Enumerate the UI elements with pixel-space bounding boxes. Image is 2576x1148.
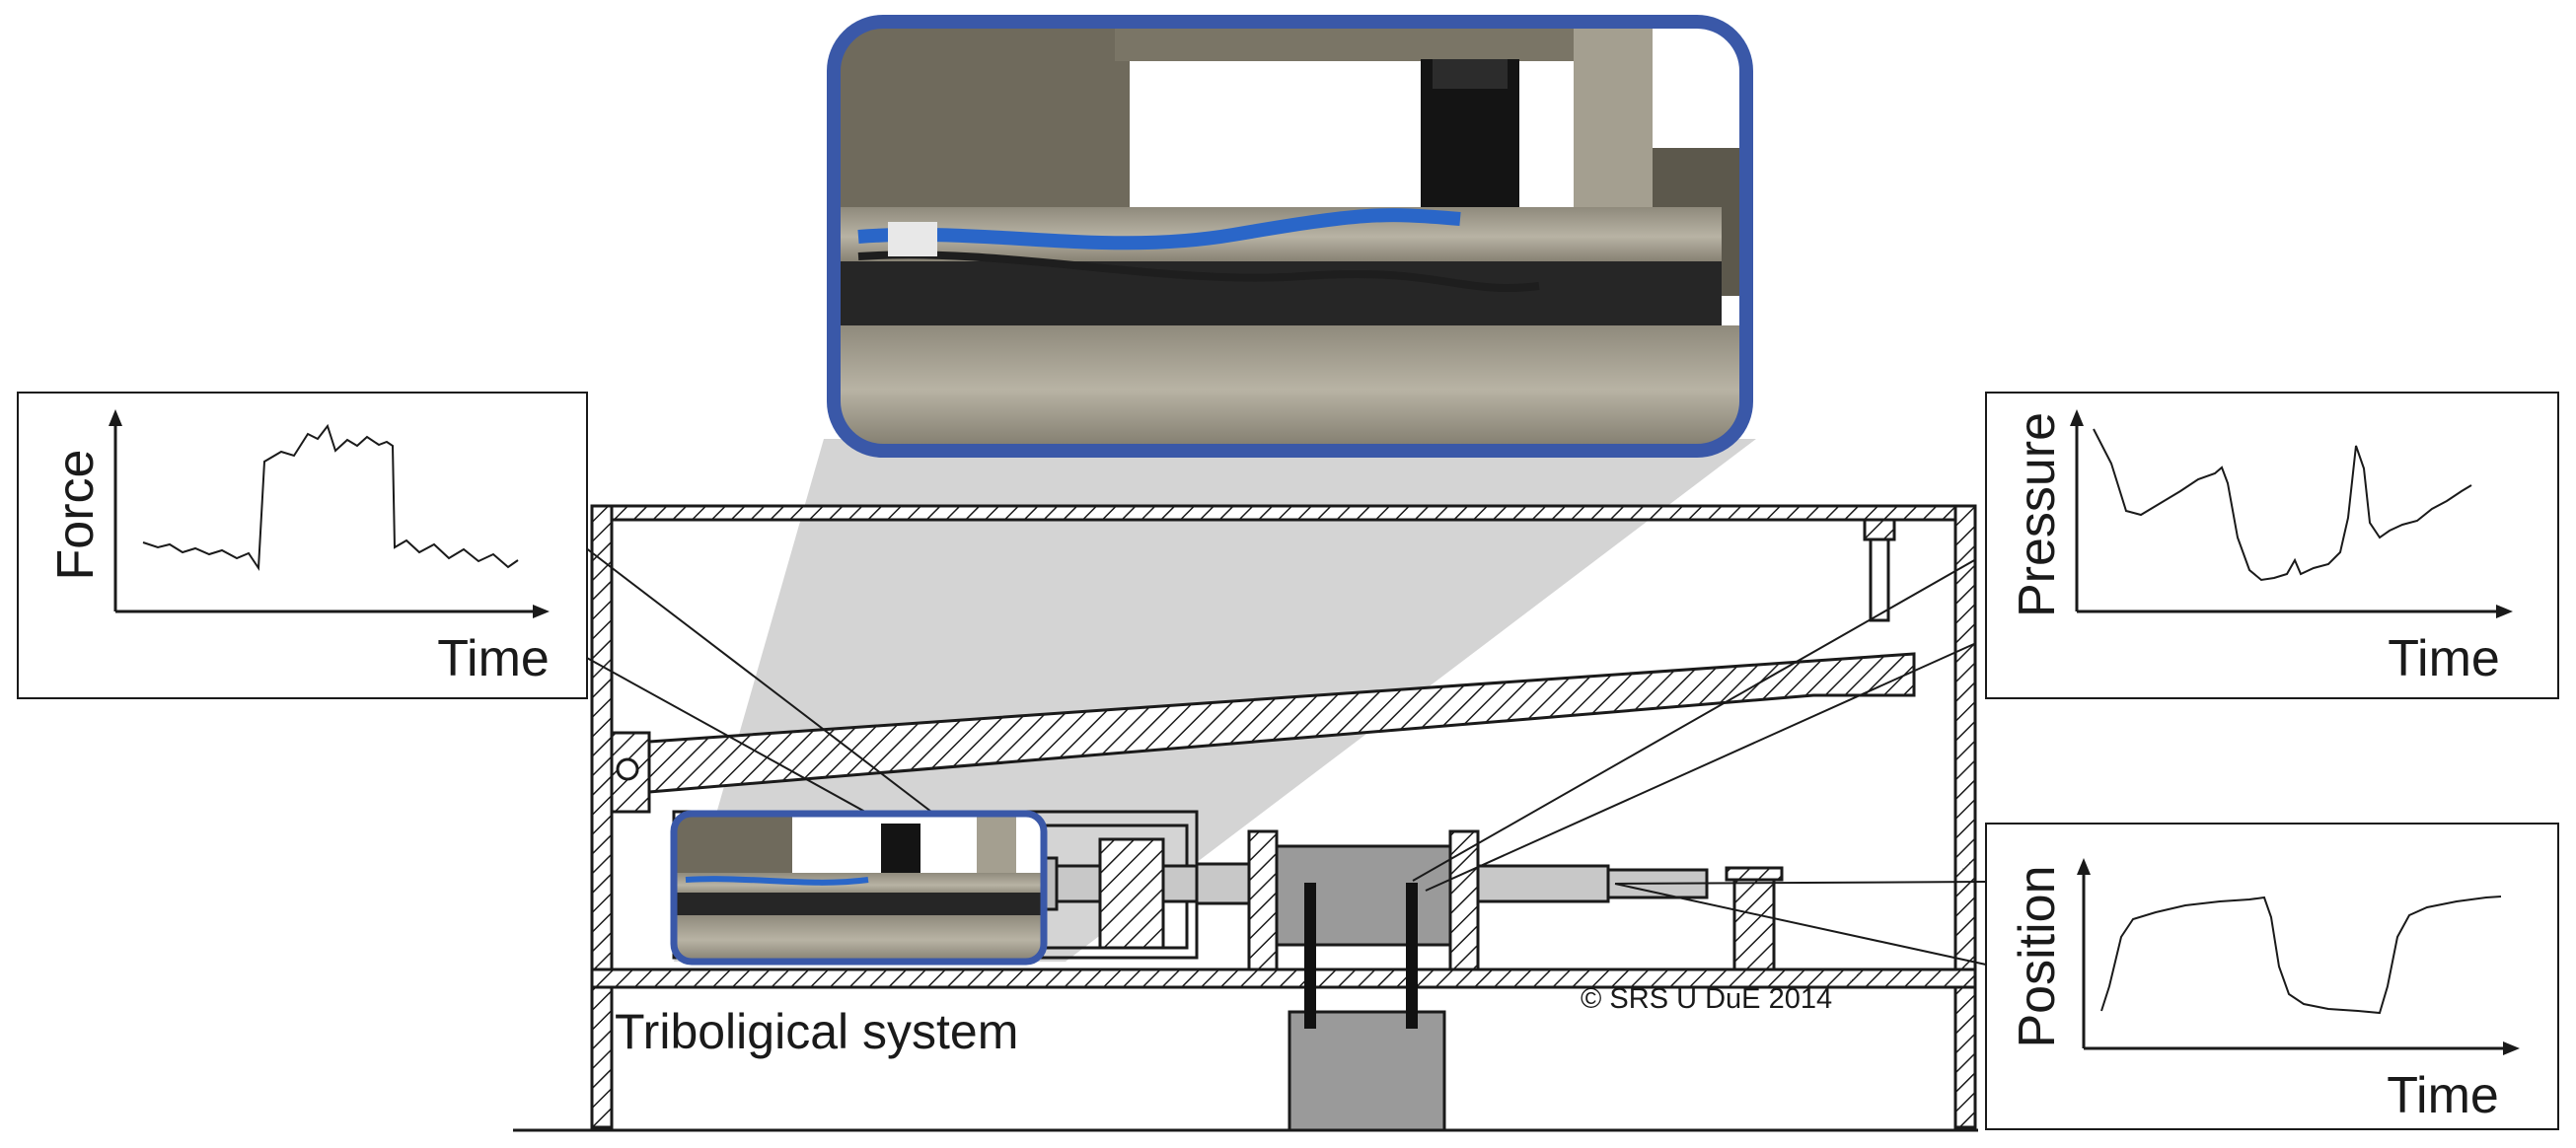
force-x-label: Time	[437, 630, 550, 687]
position-x-arrow	[2503, 1041, 2520, 1055]
flange-left	[1247, 829, 1279, 971]
flange-right	[1448, 829, 1480, 971]
guide-block	[1098, 837, 1165, 950]
sensor-photo-large	[827, 15, 1753, 458]
copyright-label: © SRS U DuE 2014	[1581, 983, 1832, 1015]
force-chart: Force Time	[17, 392, 588, 699]
pressure-x-label: Time	[2388, 630, 2500, 687]
pivot-joint	[616, 757, 639, 781]
pressure-y-label: Pressure	[2009, 412, 2066, 617]
rod-support	[1732, 866, 1776, 971]
photo-frame-small	[670, 810, 1048, 966]
upper-post	[1863, 518, 1896, 622]
position-x-label: Time	[2387, 1067, 2499, 1124]
lever-arm	[647, 652, 1916, 794]
force-signal-line	[142, 423, 519, 572]
position-y-arrow	[2077, 858, 2091, 875]
photo-frame-large	[827, 15, 1753, 458]
lower-block	[1288, 1010, 1446, 1132]
position-chart: Position Time	[1985, 823, 2559, 1130]
specimen-block	[1275, 844, 1452, 947]
force-y-label: Force	[47, 450, 105, 581]
pressure-x-arrow	[2496, 605, 2513, 618]
position-signal-line	[2100, 896, 2502, 1015]
sensor-photo-small	[670, 810, 1048, 966]
load-pins	[1304, 883, 1418, 1029]
position-y-label: Position	[2009, 866, 2066, 1048]
force-x-arrow	[533, 605, 550, 618]
pressure-chart: Pressure Time	[1985, 392, 2559, 699]
force-y-arrow	[109, 409, 122, 426]
pressure-y-arrow	[2070, 409, 2084, 426]
pressure-signal-line	[2093, 428, 2472, 582]
system-label: Triboligical system	[615, 1004, 1018, 1059]
